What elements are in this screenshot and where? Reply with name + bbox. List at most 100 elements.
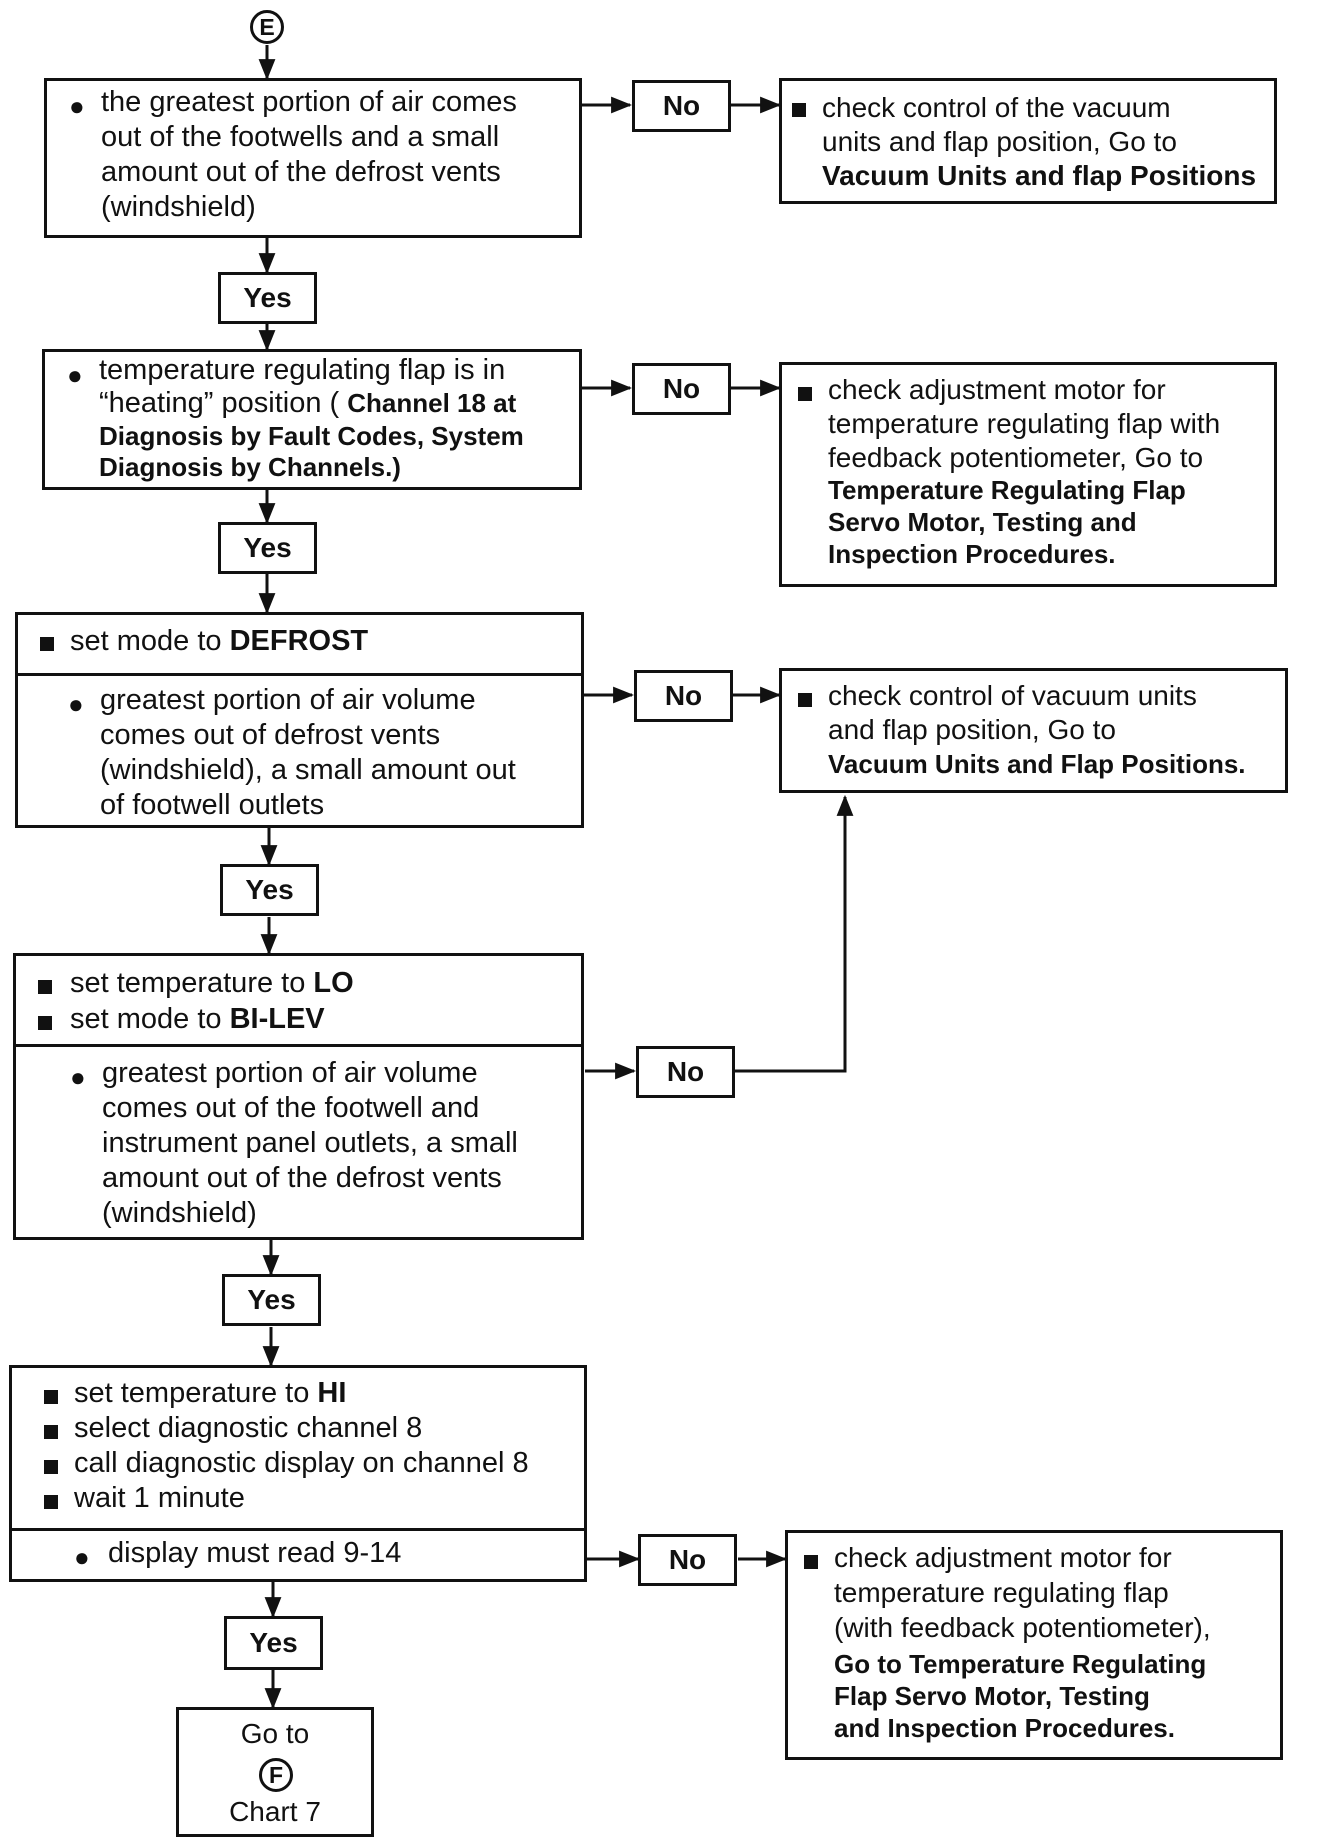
- step1-condition-line: (windshield): [101, 191, 256, 223]
- step3-action-line: and flap position, Go to: [828, 714, 1116, 745]
- square-bullet-icon: [798, 387, 812, 401]
- step3-no-text: No: [664, 680, 703, 711]
- step1-condition-line: amount out of the defrost vents: [101, 156, 501, 188]
- step2-condition-line: Diagnosis by Channels.): [99, 452, 401, 482]
- square-bullet-icon: [44, 1390, 58, 1404]
- step2-condition-channel: Channel 18 at: [347, 388, 517, 418]
- step2-no-text: No: [662, 373, 701, 404]
- step5-action-line: (with feedback potentiometer),: [834, 1612, 1211, 1643]
- step3-condition-line: of footwell outlets: [100, 789, 325, 821]
- start-connector: E: [250, 10, 284, 44]
- end-chart: Chart 7: [229, 1796, 321, 1827]
- step2-action-line: check adjustment motor for: [828, 374, 1166, 405]
- step5-action-line: temperature regulating flap: [834, 1577, 1169, 1608]
- step4-condition-line: (windshield): [102, 1197, 257, 1229]
- step4-instruction-value: LO: [313, 967, 354, 999]
- step3-instruction: set mode to DEFROST: [70, 624, 368, 659]
- step3-box: set mode to DEFROST ● greatest portion o…: [15, 612, 584, 828]
- step2-action-box: check adjustment motor for temperature r…: [779, 362, 1277, 587]
- step5-box: set temperature to HI select diagnostic …: [9, 1365, 587, 1582]
- step1-condition-line: the greatest portion of air comes: [101, 86, 517, 118]
- step2-condition-line: “heating” position ( Channel 18 at: [99, 387, 516, 420]
- step2-action-line: Servo Motor, Testing and: [828, 507, 1137, 537]
- step4-instruction: set temperature to LO: [70, 966, 354, 1001]
- step4-box: set temperature to LO set mode to BI-LEV…: [13, 953, 584, 1240]
- step4-instruction-text: set temperature to: [70, 967, 306, 999]
- step5-instruction: wait 1 minute: [74, 1482, 245, 1514]
- step4-no-label: No: [636, 1046, 735, 1098]
- step1-action-line: check control of the vacuum: [822, 92, 1171, 123]
- step3-action-line: Vacuum Units and Flap Positions.: [828, 749, 1246, 779]
- step4-instruction: set mode to BI-LEV: [70, 1002, 325, 1037]
- end-connector: F: [259, 1758, 293, 1792]
- step2-action-line: Inspection Procedures.: [828, 539, 1116, 569]
- step5-instruction: set temperature to HI: [74, 1376, 346, 1411]
- step2-condition-text: “heating” position (: [99, 387, 340, 419]
- step5-no-label: No: [638, 1534, 737, 1586]
- step1-action-line: units and flap position, Go to: [822, 126, 1177, 157]
- end-go-to: Go to: [240, 1718, 310, 1749]
- step3-divider: [18, 673, 581, 676]
- square-bullet-icon: [38, 1016, 52, 1030]
- square-bullet-icon: [804, 1555, 818, 1569]
- bullet-icon: ●: [69, 91, 85, 121]
- square-bullet-icon: [38, 980, 52, 994]
- step4-condition-line: amount out of the defrost vents: [102, 1162, 502, 1194]
- step5-no-text: No: [668, 1544, 707, 1575]
- step1-no-text: No: [662, 90, 701, 121]
- end-connector-letter: F: [268, 1761, 284, 1788]
- step4-yes-text: Yes: [247, 1284, 296, 1315]
- step3-action-box: check control of vacuum units and flap p…: [779, 668, 1288, 793]
- step4-yes-label: Yes: [222, 1274, 321, 1326]
- square-bullet-icon: [44, 1460, 58, 1474]
- step4-condition-line: instrument panel outlets, a small: [102, 1127, 518, 1159]
- step5-action-line: Flap Servo Motor, Testing: [834, 1681, 1150, 1711]
- step2-action-line: temperature regulating flap with: [828, 408, 1221, 439]
- step5-action-line: and Inspection Procedures.: [834, 1713, 1175, 1743]
- square-bullet-icon: [44, 1495, 58, 1509]
- bullet-icon: ●: [67, 360, 83, 390]
- step4-condition-line: greatest portion of air volume: [102, 1057, 478, 1089]
- square-bullet-icon: [792, 103, 806, 117]
- square-bullet-icon: [44, 1425, 58, 1439]
- step1-action-line: Vacuum Units and flap Positions: [822, 160, 1257, 191]
- step2-action-line: feedback potentiometer, Go to: [828, 442, 1204, 473]
- bullet-icon: ●: [74, 1542, 90, 1572]
- square-bullet-icon: [798, 693, 812, 707]
- bullet-icon: ●: [68, 689, 84, 719]
- step2-condition-box: ● temperature regulating flap is in “hea…: [42, 349, 582, 490]
- step4-instruction-text: set mode to: [70, 1003, 222, 1035]
- step2-action-line: Temperature Regulating Flap: [828, 475, 1186, 505]
- start-connector-letter: E: [259, 13, 275, 40]
- step1-no-label: No: [632, 80, 731, 132]
- step5-action-box: check adjustment motor for temperature r…: [785, 1530, 1283, 1760]
- step1-condition-line: out of the footwells and a small: [101, 121, 500, 153]
- step3-yes-label: Yes: [220, 864, 319, 916]
- step5-instruction-value: HI: [317, 1377, 347, 1409]
- step3-no-label: No: [634, 670, 733, 722]
- step2-yes-text: Yes: [243, 532, 292, 563]
- step2-condition-line: Diagnosis by Fault Codes, System: [99, 421, 524, 451]
- step3-action-line: check control of vacuum units: [828, 680, 1197, 711]
- step5-action-line: check adjustment motor for: [834, 1542, 1172, 1573]
- end-box: Go to F Chart 7: [176, 1707, 374, 1837]
- step4-divider: [16, 1044, 581, 1047]
- step4-condition-line: comes out of the footwell and: [102, 1092, 480, 1124]
- step1-yes-label: Yes: [218, 272, 317, 324]
- step5-yes-label: Yes: [224, 1616, 323, 1670]
- step4-instruction-value: BI-LEV: [229, 1003, 325, 1035]
- step3-condition-line: comes out of defrost vents: [100, 719, 441, 751]
- step2-yes-label: Yes: [218, 522, 317, 574]
- step1-condition-box: ● the greatest portion of air comes out …: [44, 78, 582, 238]
- step3-yes-text: Yes: [245, 874, 294, 905]
- step2-no-label: No: [632, 363, 731, 415]
- step5-yes-text: Yes: [249, 1627, 298, 1658]
- step5-instruction-text: set temperature to: [74, 1377, 310, 1409]
- step1-action-box: check control of the vacuum units and fl…: [779, 78, 1277, 204]
- step3-condition-line: greatest portion of air volume: [100, 684, 476, 716]
- step4-no-text: No: [666, 1056, 705, 1087]
- step5-condition: display must read 9-14: [108, 1537, 402, 1569]
- step3-instruction-value: DEFROST: [229, 625, 369, 657]
- step2-condition-line: temperature regulating flap is in: [99, 354, 506, 386]
- step1-yes-text: Yes: [243, 282, 292, 313]
